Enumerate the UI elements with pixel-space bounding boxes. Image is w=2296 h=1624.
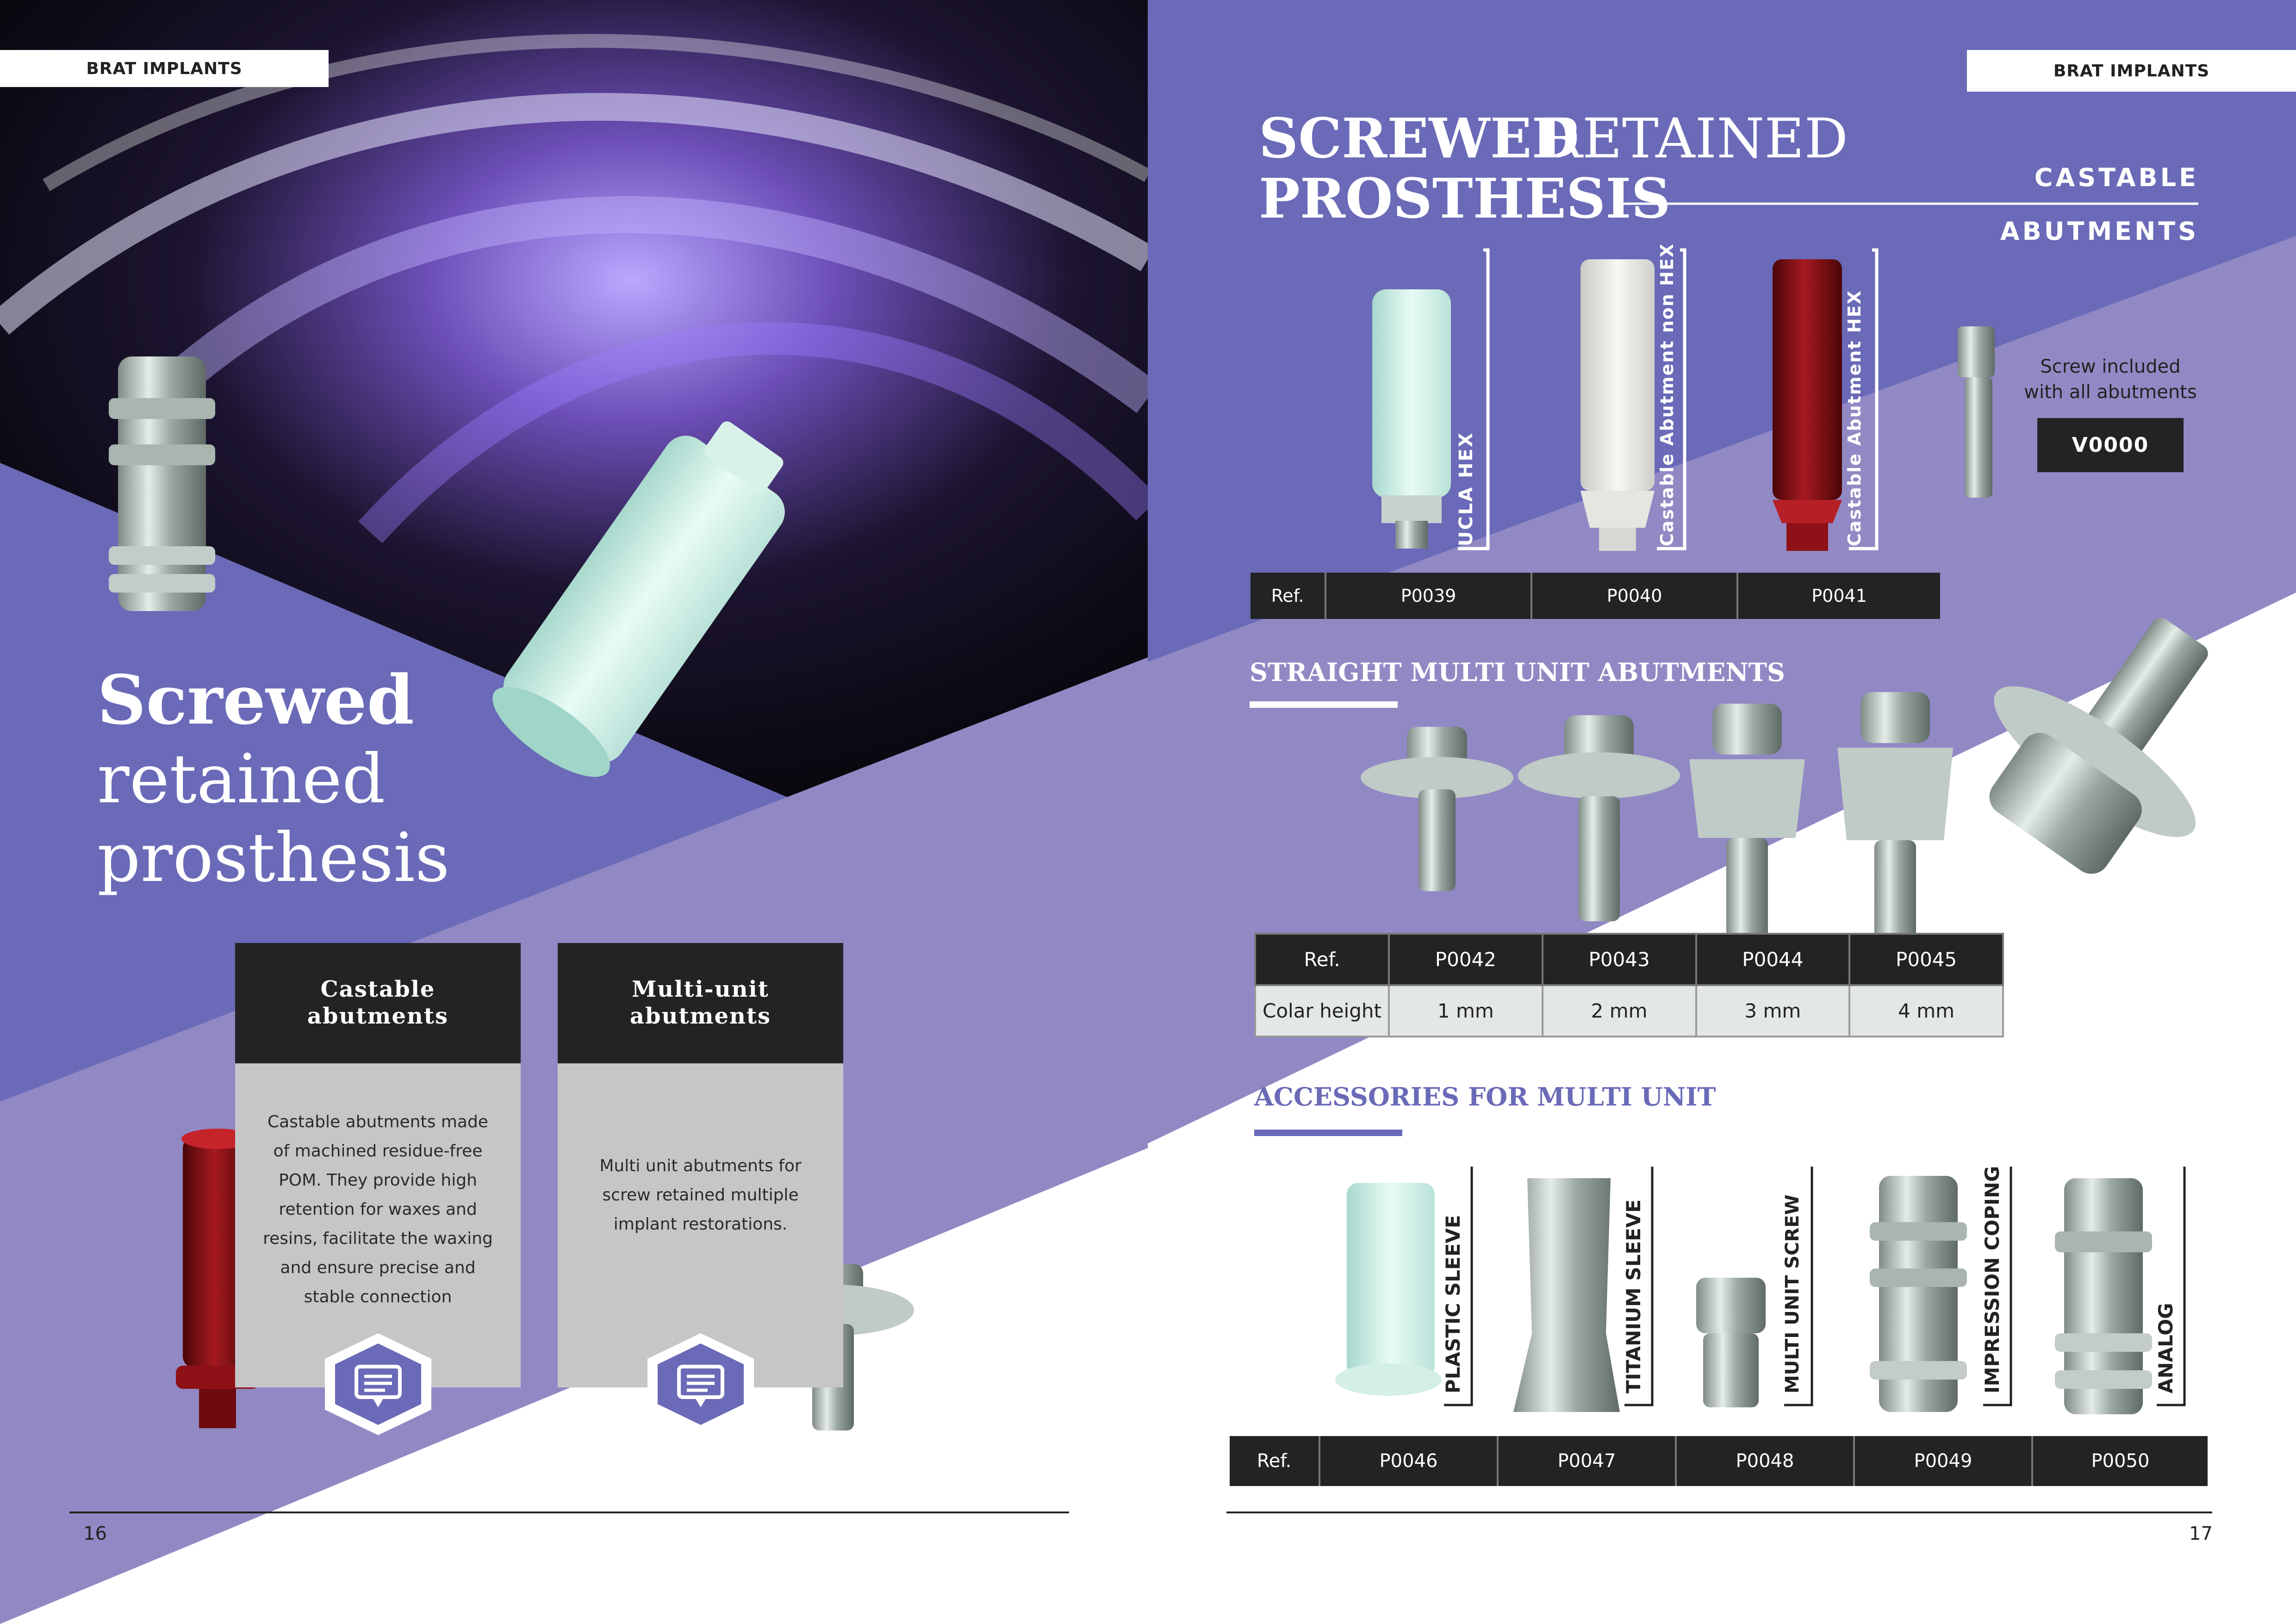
hero-photo-background bbox=[0, 0, 1148, 801]
height-cell: 4 mm bbox=[1848, 984, 2004, 1037]
height-cell: 3 mm bbox=[1695, 984, 1851, 1037]
card-castable-title-2: abutments bbox=[307, 1003, 449, 1029]
colar-height-label-cell: Colar height bbox=[1254, 984, 1390, 1037]
title-screwed: SCREWED bbox=[1259, 106, 1579, 170]
label-impression-coping: IMPRESSION COPING bbox=[1981, 1166, 2004, 1393]
accessories-title: ACCESSORIES FOR MULTI UNIT bbox=[1254, 1082, 1716, 1112]
card-castable-text-4: retention for waxes and bbox=[279, 1200, 477, 1219]
card-castable-text-5: resins, facilitate the waxing bbox=[263, 1229, 493, 1248]
side-word-abutments: ABUTMENTS bbox=[2000, 217, 2199, 246]
title-retained: RETAINED bbox=[1541, 106, 1848, 170]
straight-multi-unit-table: Ref. P0042 P0043 P0044 P0045 Colar heigh… bbox=[1254, 933, 2004, 1037]
ref-cell: P0047 bbox=[1497, 1436, 1677, 1486]
ref-cell: P0043 bbox=[1541, 933, 1697, 986]
card-multi-unit-title-2: abutments bbox=[629, 1003, 772, 1029]
headline-line-3: prosthesis bbox=[97, 818, 450, 897]
table-row: Colar height 1 mm 2 mm 3 mm 4 mm bbox=[1254, 984, 2004, 1037]
label-castable-non-hex: Castable Abutment non HEX bbox=[1657, 243, 1677, 546]
height-cell: 2 mm bbox=[1541, 984, 1697, 1037]
table-row: Ref. P0039 P0040 P0041 bbox=[1251, 573, 1940, 619]
castable-ref-table: Ref. P0039 P0040 P0041 bbox=[1251, 573, 1940, 619]
footer-rule-right bbox=[1226, 1512, 2212, 1513]
plastic-sleeve-hero-illustration bbox=[492, 421, 785, 777]
side-word-castable: CASTABLE bbox=[2034, 163, 2199, 192]
card-multi-unit-header: Multi-unit abutments bbox=[558, 943, 843, 1063]
height-cell: 1 mm bbox=[1388, 984, 1543, 1037]
brand-tag-left-text: BRAT IMPLANTS bbox=[86, 59, 243, 78]
footer-rule-left bbox=[69, 1512, 1069, 1513]
card-multi-unit-text-3: implant restorations. bbox=[613, 1215, 788, 1234]
page-number-right: 17 bbox=[2189, 1523, 2213, 1544]
title-prosthesis: PROSTHESIS bbox=[1259, 166, 1671, 231]
straight-multi-unit-illustrations bbox=[1361, 618, 2208, 947]
ucla-hex-illustration bbox=[1372, 289, 1451, 549]
castable-non-hex-illustration bbox=[1580, 259, 1655, 551]
accessories-ref-table: Ref. P0046 P0047 P0048 P0049 P0050 bbox=[1230, 1436, 2208, 1486]
screw-ref-text: V0000 bbox=[2072, 433, 2149, 457]
ref-cell: P0050 bbox=[2091, 1450, 2150, 1472]
message-icon[interactable] bbox=[320, 1333, 436, 1435]
screw-note-line-1: Screw included bbox=[2040, 356, 2181, 377]
screw-ref-badge: V0000 bbox=[2037, 418, 2184, 472]
page-number-left: 16 bbox=[83, 1523, 107, 1544]
label-castable-hex: Castable Abutment HEX bbox=[1844, 290, 1865, 546]
accessory-illustrations bbox=[1335, 1176, 2152, 1414]
ref-cell: P0045 bbox=[1848, 933, 2004, 986]
label-plastic-sleeve: PLASTIC SLEEVE bbox=[1442, 1215, 1464, 1393]
card-castable-text-1: Castable abutments made bbox=[268, 1112, 488, 1131]
brand-tag-right: BRAT IMPLANTS bbox=[1967, 50, 2296, 92]
card-multi-unit-text-1: Multi unit abutments for bbox=[599, 1156, 802, 1175]
label-ucla-hex: UCLA HEX bbox=[1456, 431, 1477, 546]
message-icon[interactable] bbox=[643, 1333, 759, 1435]
purple-band-light-right bbox=[1148, 236, 2296, 1143]
card-castable-text-2: of machined residue-free bbox=[273, 1142, 483, 1161]
card-multi-unit-title-1: Multi-unit bbox=[632, 976, 769, 1003]
card-castable-body: Castable abutments made of machined resi… bbox=[235, 1063, 521, 1387]
card-castable-title-1: Castable bbox=[320, 976, 436, 1003]
screw-illustration bbox=[1958, 326, 1995, 498]
headline-line-1: Screwed bbox=[97, 661, 414, 740]
label-analog: ANALOG bbox=[2154, 1303, 2177, 1393]
card-castable-header: Castable abutments bbox=[235, 943, 521, 1063]
label-multi-unit-screw: MULTI UNIT SCREW bbox=[1782, 1194, 1803, 1393]
straight-multi-unit-title: STRAIGHT MULTI UNIT ABUTMENTS bbox=[1250, 657, 1785, 687]
purple-band-dark-left bbox=[0, 463, 796, 1102]
impression-coping-illustration bbox=[109, 356, 215, 611]
card-castable-text-6: and ensure precise and bbox=[280, 1258, 476, 1277]
headline-line-2: retained bbox=[97, 740, 386, 818]
brand-tag-right-text: BRAT IMPLANTS bbox=[2053, 61, 2210, 81]
screw-note-line-2: with all abutments bbox=[2024, 381, 2197, 403]
castable-hex-illustration bbox=[1773, 259, 1842, 551]
table-row: Ref. P0042 P0043 P0044 P0045 bbox=[1254, 933, 2004, 986]
ref-cell: P0040 bbox=[1531, 573, 1739, 619]
ref-cell: P0048 bbox=[1675, 1436, 1855, 1486]
ref-cell: P0042 bbox=[1388, 933, 1543, 986]
ref-label-cell: Ref. bbox=[1254, 933, 1390, 986]
card-castable-text-3: POM. They provide high bbox=[279, 1171, 477, 1190]
ref-cell: P0039 bbox=[1325, 573, 1533, 619]
card-castable-text-7: stable connection bbox=[304, 1287, 452, 1306]
ref-cell: P0049 bbox=[1854, 1436, 2033, 1486]
ref-cell: P0044 bbox=[1695, 933, 1851, 986]
card-multi-unit-text-2: screw retained multiple bbox=[602, 1186, 799, 1205]
ref-label-cell: Ref. bbox=[1251, 573, 1326, 619]
ref-cell: P0046 bbox=[1319, 1436, 1499, 1486]
ref-cell: P0041 bbox=[1811, 586, 1867, 606]
table-row: Ref. P0046 P0047 P0048 P0049 P0050 bbox=[1230, 1436, 2208, 1486]
screw-note: Screw included with all abutments bbox=[2004, 354, 2217, 405]
ref-label-cell: Ref. bbox=[1230, 1436, 1320, 1486]
brand-tag-left: BRAT IMPLANTS bbox=[0, 50, 329, 87]
label-titanium-sleeve: TITANIUM SLEEVE bbox=[1622, 1199, 1645, 1393]
